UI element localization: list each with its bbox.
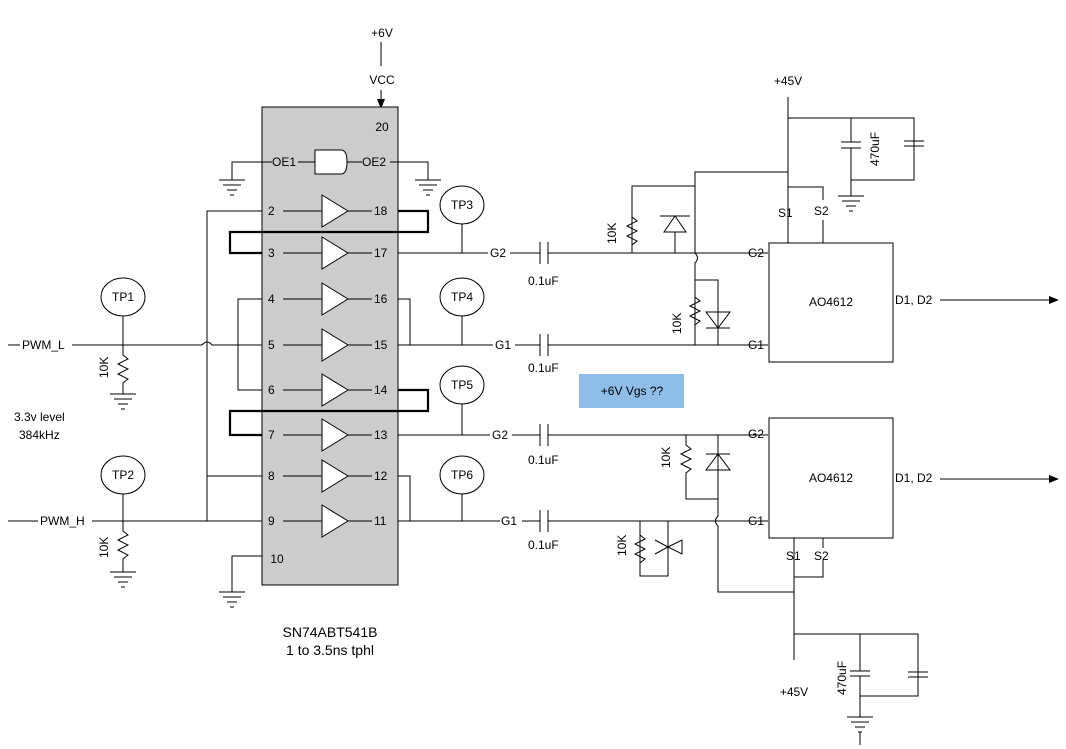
pwm-l-label: PWM_L bbox=[22, 338, 65, 352]
lower-mosfet-drains: D1, D2 bbox=[895, 471, 933, 485]
svg-text:10K: 10K bbox=[659, 447, 673, 468]
tp1: TP1 bbox=[100, 277, 146, 345]
svg-text:12: 12 bbox=[374, 469, 388, 483]
svg-text:TP4: TP4 bbox=[451, 290, 473, 304]
gate-label-g2-upper: G2 bbox=[490, 246, 506, 260]
buffer-outputs bbox=[398, 252, 500, 522]
svg-text:TP5: TP5 bbox=[451, 378, 473, 392]
upper-g2-network bbox=[625, 171, 788, 254]
svg-text:+6V Vgs ??: +6V Vgs ?? bbox=[601, 384, 664, 398]
vcc-label: VCC bbox=[369, 73, 395, 87]
tp6: TP6 bbox=[439, 455, 485, 521]
svg-text:S2: S2 bbox=[814, 204, 829, 218]
svg-text:TP6: TP6 bbox=[451, 468, 473, 482]
svg-text:470uF: 470uF bbox=[835, 661, 849, 695]
svg-text:10K: 10K bbox=[97, 537, 111, 558]
svg-text:8: 8 bbox=[268, 469, 275, 483]
upper-mosfet-drains: D1, D2 bbox=[895, 293, 933, 307]
lower-mosfet-part: AO4612 bbox=[809, 471, 853, 485]
supply-6v-label: +6V bbox=[371, 26, 393, 40]
svg-text:15: 15 bbox=[374, 338, 388, 352]
upper-supply: +45V 470uF bbox=[774, 74, 924, 222]
pwm-l-pulldown: 10K bbox=[97, 345, 136, 410]
lower-mosfet: AO4612 D1, D2 G2 G1 S1 S2 bbox=[748, 417, 1059, 563]
gate-label-g1-upper: G1 bbox=[495, 338, 511, 352]
svg-text:10K: 10K bbox=[670, 313, 684, 334]
svg-text:S2: S2 bbox=[814, 549, 829, 563]
tp3: TP3 bbox=[439, 185, 485, 253]
svg-text:18: 18 bbox=[374, 204, 388, 218]
left-pin-numbers: 2 3 4 5 6 7 8 9 bbox=[268, 204, 275, 528]
upper-mosfet-part: AO4612 bbox=[809, 295, 853, 309]
svg-text:TP2: TP2 bbox=[112, 468, 134, 482]
gate-label-g2-lower: G2 bbox=[492, 428, 508, 442]
vgs-note: +6V Vgs ?? bbox=[579, 374, 684, 408]
svg-text:2: 2 bbox=[268, 204, 275, 218]
cap-label-4: 0.1uF bbox=[528, 538, 559, 552]
pin-gnd-number: 10 bbox=[270, 552, 284, 566]
lower-45v-label: +45V bbox=[780, 685, 808, 699]
svg-text:6: 6 bbox=[268, 383, 275, 397]
svg-text:13: 13 bbox=[374, 428, 388, 442]
vcc-supply: +6V VCC bbox=[369, 26, 395, 109]
left-wiring: PWM_L PWM_H 3.3v level 384kHz bbox=[8, 209, 430, 528]
svg-text:16: 16 bbox=[374, 292, 388, 306]
upper-g1-network bbox=[640, 252, 768, 346]
gate-label-g1-lower: G1 bbox=[501, 514, 517, 528]
coupling-caps bbox=[510, 242, 640, 532]
svg-text:470uF: 470uF bbox=[868, 132, 882, 166]
pwm-h-pulldown: 10K bbox=[97, 521, 136, 588]
svg-text:10K: 10K bbox=[605, 223, 619, 244]
buffer-part-name: SN74ABT541B bbox=[283, 624, 378, 640]
oe1-label: OE1 bbox=[272, 155, 296, 169]
pwm-h-label: PWM_H bbox=[40, 514, 85, 528]
ic-ground bbox=[219, 555, 262, 608]
svg-text:4: 4 bbox=[268, 292, 275, 306]
tp5: TP5 bbox=[439, 365, 485, 435]
lower-g2-network bbox=[640, 434, 768, 500]
buffer-triangles bbox=[321, 194, 349, 538]
svg-text:G2: G2 bbox=[748, 427, 764, 441]
lower-g1-network bbox=[633, 499, 824, 660]
svg-text:10K: 10K bbox=[615, 535, 629, 556]
buffer-part-spec: 1 to 3.5ns tphl bbox=[286, 642, 374, 658]
cap-label-2: 0.1uF bbox=[528, 361, 559, 375]
tp4: TP4 bbox=[439, 277, 485, 345]
right-pin-numbers: 18 17 16 15 14 13 12 11 bbox=[374, 204, 388, 528]
svg-text:10K: 10K bbox=[97, 357, 111, 378]
upper-mosfet: AO4612 D1, D2 G2 G1 S1 S2 bbox=[748, 204, 1059, 363]
svg-text:7: 7 bbox=[268, 428, 275, 442]
svg-text:5: 5 bbox=[268, 338, 275, 352]
svg-text:S1: S1 bbox=[778, 206, 793, 220]
svg-text:9: 9 bbox=[268, 514, 275, 528]
upper-mosfet-body bbox=[768, 242, 894, 363]
cap-label-3: 0.1uF bbox=[528, 453, 559, 467]
buffer-ic: 20 10 SN74ABT541B 1 to 3.5ns tphl OE1 OE… bbox=[261, 106, 399, 658]
freq-note: 384kHz bbox=[19, 428, 60, 442]
svg-text:14: 14 bbox=[374, 383, 388, 397]
svg-text:TP3: TP3 bbox=[451, 198, 473, 212]
oe2-label: OE2 bbox=[362, 155, 386, 169]
tp2: TP2 bbox=[100, 455, 146, 521]
upper-45v-label: +45V bbox=[774, 74, 802, 88]
lower-supply: 470uF +45V bbox=[780, 633, 928, 745]
svg-text:17: 17 bbox=[374, 246, 388, 260]
pin-vcc-number: 20 bbox=[375, 120, 389, 134]
svg-text:3: 3 bbox=[268, 246, 275, 260]
oe-grounds bbox=[219, 161, 441, 196]
level-note: 3.3v level bbox=[14, 410, 65, 424]
cap-label-1: 0.1uF bbox=[528, 274, 559, 288]
oe-and-gate bbox=[314, 149, 348, 175]
lower-mosfet-body bbox=[768, 417, 894, 539]
svg-text:11: 11 bbox=[374, 514, 387, 528]
svg-text:TP1: TP1 bbox=[112, 290, 134, 304]
